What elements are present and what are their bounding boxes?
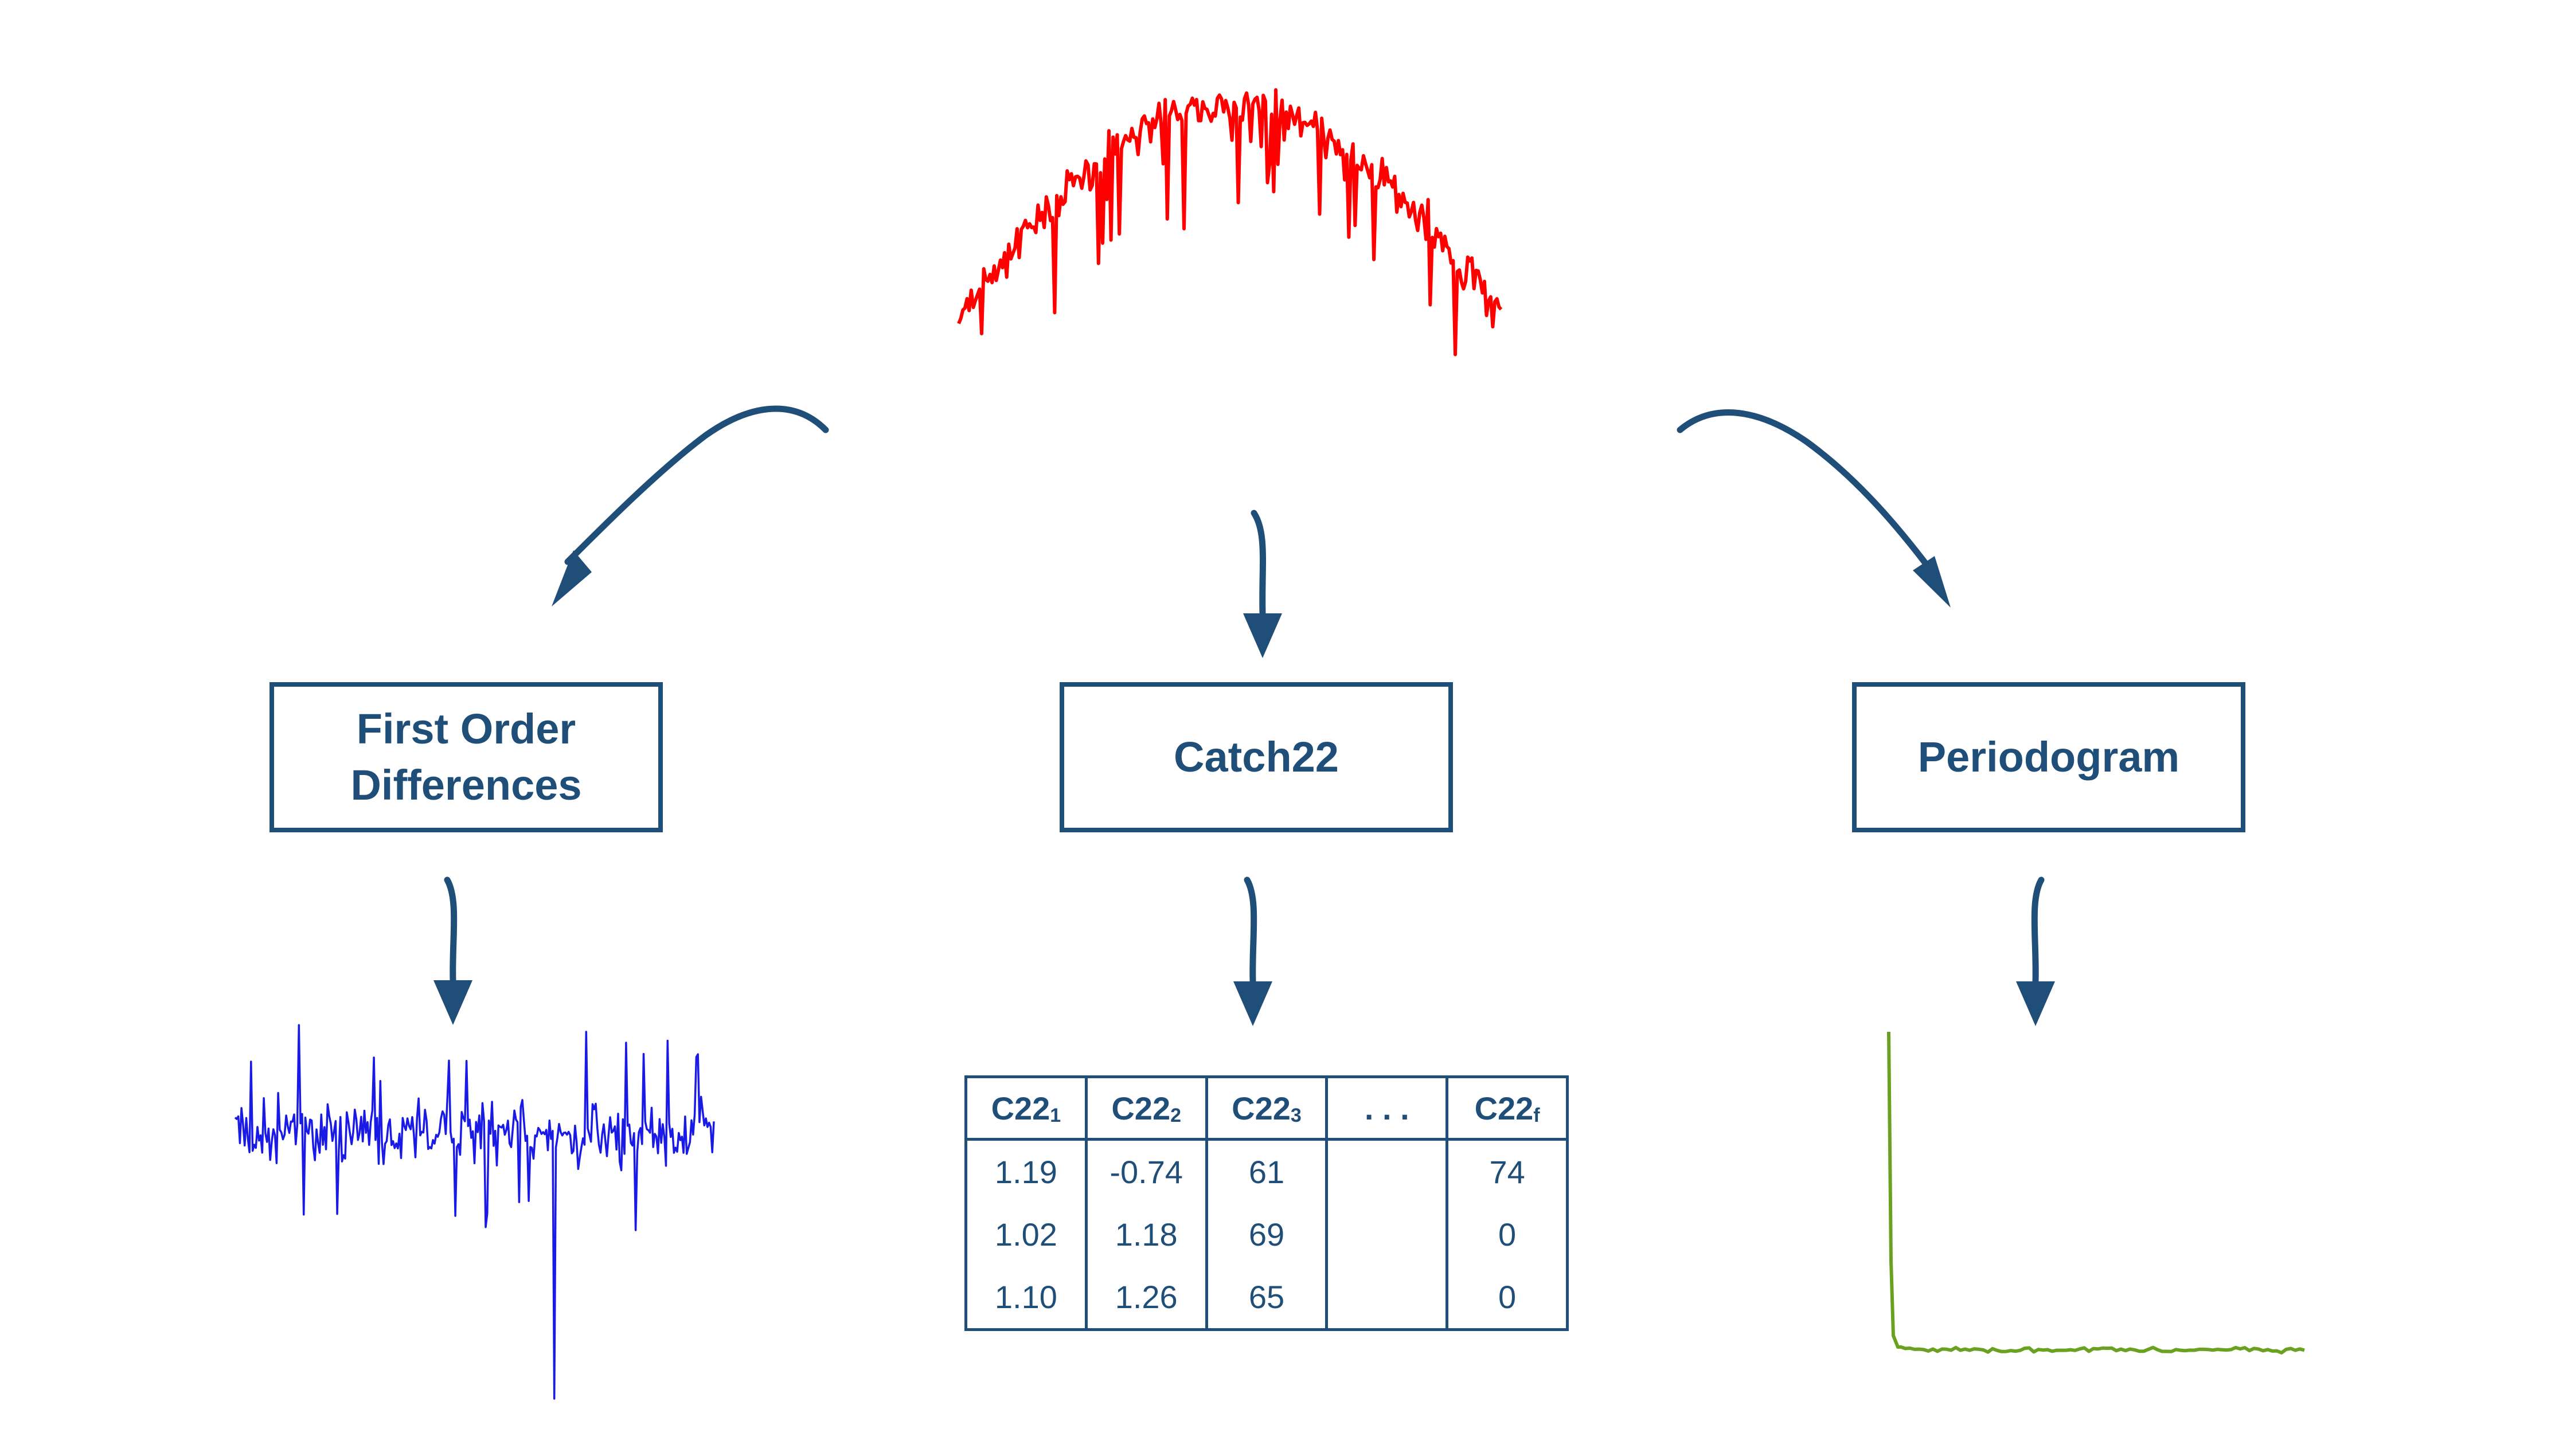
catch22-box: Catch22 <box>1060 682 1453 832</box>
original-time-series <box>957 88 1503 357</box>
catch22-label: Catch22 <box>1174 733 1339 781</box>
arrow-to-periodogram <box>1677 409 1951 608</box>
periodogram-label: Periodogram <box>1917 733 2180 781</box>
periodogram-box: Periodogram <box>1852 682 2245 832</box>
table-cell: 1.02 <box>964 1203 1088 1266</box>
table-cell: -0.74 <box>1084 1139 1208 1203</box>
table-row: 1.19 -0.74 61 74 <box>964 1139 1569 1203</box>
arrow-to-differences-plot <box>433 876 472 1025</box>
table-cell: 61 <box>1205 1139 1329 1203</box>
table-row: 1.02 1.18 69 0 <box>964 1203 1569 1266</box>
arrow-to-catch22 <box>1243 510 1282 658</box>
table-header-cell: . . . <box>1325 1075 1449 1141</box>
arrow-to-first-order <box>552 405 829 606</box>
table-cell: 69 <box>1205 1203 1329 1266</box>
table-cell: 0 <box>1446 1265 1569 1331</box>
table-header-row: C221 C222 C223 . . . C22f <box>964 1075 1569 1141</box>
table-cell: 0 <box>1446 1203 1569 1266</box>
arrow-to-catch22-table <box>1233 876 1272 1026</box>
table-cell <box>1325 1265 1449 1331</box>
table-row: 1.10 1.26 65 0 <box>964 1265 1569 1331</box>
catch22-features-table: C221 C222 C223 . . . C22f 1.19 -0.74 61 … <box>964 1075 1569 1331</box>
table-header-cell: C221 <box>964 1075 1088 1141</box>
periodogram-series <box>1887 1031 2305 1355</box>
first-order-label-line-1: First Order <box>356 705 576 753</box>
table-cell <box>1325 1139 1449 1203</box>
arrow-to-periodogram-plot <box>2016 876 2055 1026</box>
first-order-label-line-2: Differences <box>350 761 582 809</box>
table-header-cell: C22f <box>1446 1075 1569 1141</box>
table-header-cell: C222 <box>1084 1075 1208 1141</box>
table-cell: 1.19 <box>964 1139 1088 1203</box>
table-cell: 65 <box>1205 1265 1329 1331</box>
first-order-differences-series <box>234 1024 715 1400</box>
table-cell: 74 <box>1446 1139 1569 1203</box>
table-cell <box>1325 1203 1449 1266</box>
table-cell: 1.26 <box>1084 1265 1208 1331</box>
first-order-differences-box: First Order Differences <box>269 682 663 832</box>
table-cell: 1.18 <box>1084 1203 1208 1266</box>
table-cell: 1.10 <box>964 1265 1088 1331</box>
table-header-cell: C223 <box>1205 1075 1329 1141</box>
